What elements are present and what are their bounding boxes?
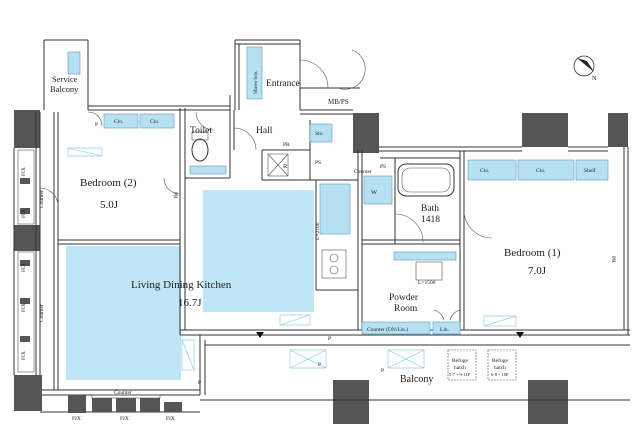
pr-label-3: PR bbox=[283, 142, 290, 148]
p-label-5: P bbox=[198, 380, 201, 386]
closet-bedroom2-a bbox=[103, 113, 139, 129]
linen-storage bbox=[432, 321, 461, 335]
balcony-label: Balcony bbox=[400, 374, 433, 385]
bedroom1-size: 7.0J bbox=[528, 265, 547, 277]
bedroom2-label: Bedroom (2) bbox=[80, 177, 137, 189]
service-balcony-label-1: Service bbox=[52, 74, 78, 84]
powder-room-label-2: Room bbox=[394, 304, 418, 314]
bath-label: Bath bbox=[421, 204, 439, 214]
counter-label-left-2: Counter bbox=[39, 304, 45, 322]
storage-hall bbox=[309, 123, 333, 143]
bedroom1-label: Bedroom (1) bbox=[504, 247, 561, 259]
refuge-hatch-b-label-1: Refuge bbox=[492, 357, 508, 364]
l1500-label: L=1500 bbox=[418, 280, 436, 286]
refuge-hatch-b-label-2: hatch bbox=[494, 365, 506, 371]
shoes-box bbox=[246, 46, 263, 100]
ldk-floor-right bbox=[203, 190, 314, 312]
fix-label-bottom-2: FIX bbox=[120, 416, 129, 422]
outer-walls bbox=[13, 39, 630, 424]
refuge-hatch-a-label-2: hatch bbox=[454, 365, 466, 371]
north-arrow: N bbox=[573, 55, 597, 82]
clo-label-3: Clo. bbox=[480, 168, 490, 174]
toilet-label: Toilet bbox=[190, 126, 212, 136]
fix-label-bottom-1: FIX bbox=[72, 416, 81, 422]
north-label: N bbox=[592, 75, 597, 82]
lin-label: Lin. bbox=[440, 327, 450, 333]
p-label-4: P bbox=[381, 368, 384, 374]
counter-label-bath: Counter bbox=[354, 169, 372, 175]
bath-size: 1418 bbox=[421, 215, 440, 225]
service-balcony-storage bbox=[67, 51, 81, 75]
refuge-hatch-a-box bbox=[447, 349, 477, 381]
fix-label-bottom-3: FIX bbox=[166, 416, 175, 422]
closet-bedroom2-b bbox=[139, 113, 175, 129]
shelf-label: Shelf bbox=[584, 167, 596, 174]
entrance-label: Entrance bbox=[266, 79, 300, 89]
p-label-2: P bbox=[328, 336, 331, 342]
powder-room-label-1: Powder bbox=[389, 293, 419, 303]
pr-label-2: PR bbox=[610, 256, 616, 263]
counter-label-bottom: Counter bbox=[114, 390, 132, 396]
p-label-1: P bbox=[95, 122, 98, 128]
kitchen-counter bbox=[319, 183, 351, 235]
ps-label-1: PS bbox=[315, 160, 321, 166]
refuge-hatch-a-label-1: Refuge bbox=[452, 357, 468, 364]
bedroom2-size: 5.0J bbox=[100, 199, 119, 211]
refuge-hatch-b-box bbox=[487, 349, 517, 381]
shoes-box-label: Shoes box bbox=[253, 71, 259, 94]
interior-walls bbox=[185, 110, 465, 330]
hall-label: Hall bbox=[256, 126, 273, 136]
fix-label-left-5: FIX bbox=[21, 351, 27, 360]
marker-triangle-1 bbox=[256, 332, 264, 338]
clo-label-2: Clo. bbox=[150, 119, 160, 125]
pr-label-1: PR bbox=[172, 192, 178, 199]
door-swings bbox=[39, 49, 493, 321]
counter-label-left-1: Counter bbox=[39, 190, 45, 208]
washer-area bbox=[363, 175, 393, 205]
service-balcony-label-2: Balcony bbox=[50, 84, 79, 94]
fix-label-left-4: FIX bbox=[21, 303, 27, 312]
left-bays bbox=[17, 149, 35, 373]
p-label-3: P bbox=[318, 362, 321, 368]
clo-label-1: Clo. bbox=[114, 119, 124, 125]
powder-room-counter bbox=[393, 251, 457, 261]
r-label: R bbox=[283, 163, 288, 170]
refuge-hatch-b-floors: 6-8・10F bbox=[491, 372, 509, 377]
ldk-size: 16.7J bbox=[178, 297, 202, 309]
counter-dnlin-label: Counter (DN/Lin.) bbox=[367, 326, 408, 333]
fixtures bbox=[191, 131, 455, 281]
ldk-label: Living Dining Kitchen bbox=[131, 279, 232, 291]
fix-label-left-2: FIX bbox=[21, 209, 27, 218]
closet-bedroom1-a bbox=[467, 159, 517, 181]
hatch-marks bbox=[67, 147, 517, 371]
w-label: W bbox=[371, 189, 378, 196]
fix-label-left-3: FIX bbox=[21, 263, 27, 272]
closet-bedroom1-b bbox=[517, 159, 575, 181]
l2100-label: L=2100 bbox=[315, 222, 321, 240]
refuge-hatch-a-floors: 5-7・9-11F bbox=[449, 372, 471, 377]
fix-label-left-1: FIX bbox=[21, 167, 27, 176]
clo-label-4: Clo. bbox=[536, 168, 546, 174]
marker-triangle-2 bbox=[516, 332, 524, 338]
counter-dnlin bbox=[361, 321, 431, 335]
sto-label: Sto. bbox=[315, 131, 324, 137]
toilet-counter bbox=[189, 165, 227, 175]
ldk-floor-left bbox=[66, 246, 181, 380]
mbps-label: MB/PS bbox=[328, 98, 349, 106]
ps-label-2: PS bbox=[380, 164, 386, 170]
shelf-bedroom1 bbox=[575, 159, 609, 181]
window-bays bbox=[68, 394, 182, 413]
